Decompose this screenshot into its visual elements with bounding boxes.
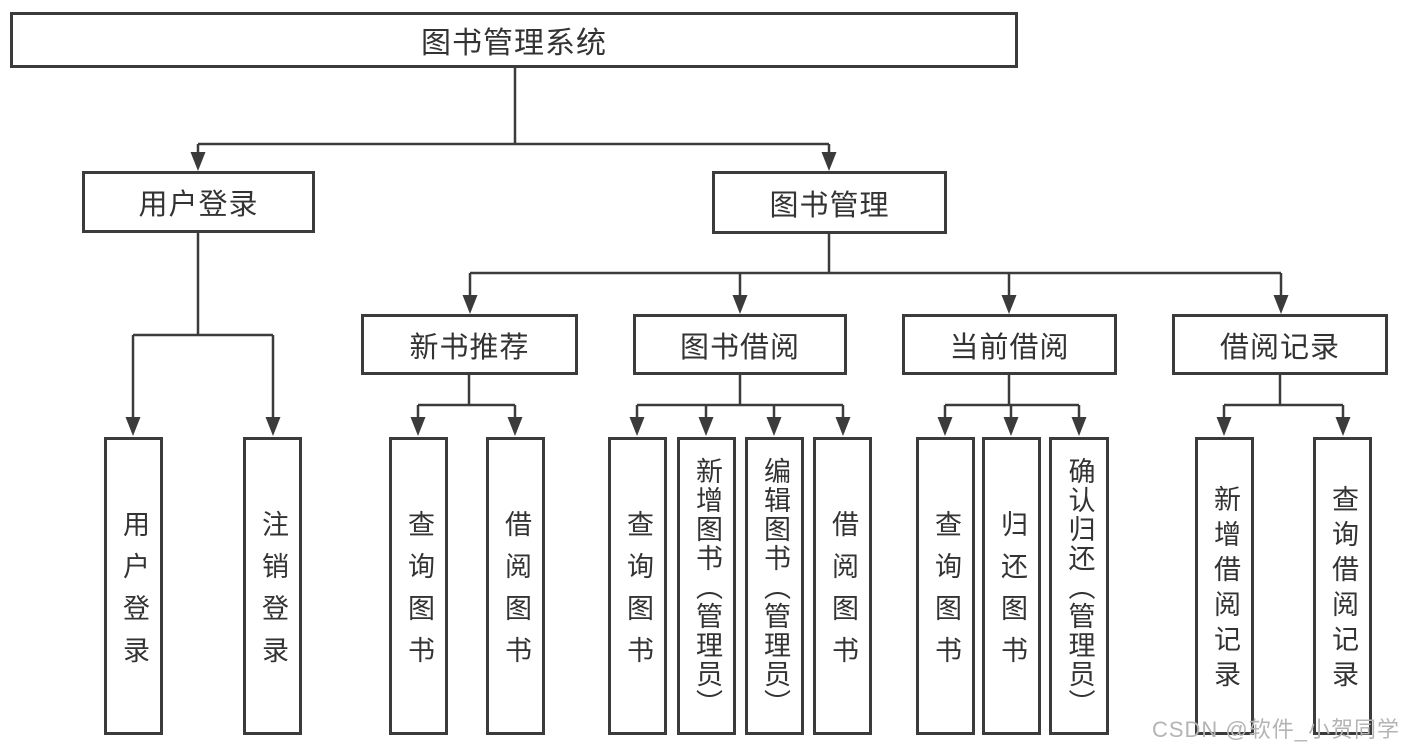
leaf-label: 编辑图书（管理员） xyxy=(760,456,790,718)
node-user-login: 用户登录 xyxy=(82,171,315,233)
leaf-return-books: 归还图书 xyxy=(982,437,1041,735)
leaf-label: 查询借阅记录 xyxy=(1328,485,1358,695)
leaf-label: 新增图书（管理员） xyxy=(692,456,722,718)
leaf-label: 借阅图书 xyxy=(501,509,531,678)
node-user-login-label: 用户登录 xyxy=(138,189,259,221)
leaf-label: 归还图书 xyxy=(997,509,1027,678)
leaf-label: 确认归还（管理员） xyxy=(1064,456,1095,718)
node-book-management: 图书管理 xyxy=(712,171,947,234)
node-book-borrow-label: 图书借阅 xyxy=(679,331,800,364)
leaf-add-books-admin: 新增图书（管理员） xyxy=(677,437,736,735)
node-new-book-recommend-label: 新书推荐 xyxy=(409,331,530,364)
leaf-label: 借阅图书 xyxy=(828,509,858,678)
csdn-watermark: CSDN @软件_小贺同学 xyxy=(1151,717,1400,742)
edge-records-to-leaves xyxy=(1222,375,1345,421)
leaf-borrow-books: 借阅图书 xyxy=(813,437,872,735)
leaf-query-books-borrow: 查询图书 xyxy=(608,437,667,735)
edge-userlogin-to-leaves xyxy=(131,233,275,421)
leaf-confirm-return-admin: 确认归还（管理员） xyxy=(1049,437,1109,735)
node-new-book-recommend: 新书推荐 xyxy=(361,314,578,375)
edge-currentborrow-to-leaves xyxy=(943,375,1081,421)
node-borrow-records: 借阅记录 xyxy=(1172,314,1388,375)
node-book-borrow: 图书借阅 xyxy=(633,314,847,375)
node-borrow-records-label: 借阅记录 xyxy=(1219,331,1340,364)
leaf-label: 查询图书 xyxy=(404,509,434,678)
leaf-borrow-books-recommend: 借阅图书 xyxy=(486,437,545,735)
edge-bookmgmt-to-level3 xyxy=(468,234,1283,299)
edge-bookborrow-to-leaves xyxy=(635,375,845,421)
leaf-query-books-recommend: 查询图书 xyxy=(389,437,448,735)
node-current-borrow: 当前借阅 xyxy=(902,314,1117,375)
edge-root-to-level2 xyxy=(196,68,831,156)
node-root-system: 图书管理系统 xyxy=(10,12,1018,68)
leaf-edit-books-admin: 编辑图书（管理员） xyxy=(745,437,804,735)
leaf-label: 新增借阅记录 xyxy=(1210,485,1240,695)
edge-newbook-to-leaves xyxy=(416,375,517,421)
leaf-query-borrow-record: 查询借阅记录 xyxy=(1313,437,1372,735)
leaf-logout: 注销登录 xyxy=(243,437,302,735)
leaf-label: 查询图书 xyxy=(931,509,961,678)
node-book-management-label: 图书管理 xyxy=(769,189,890,222)
leaf-add-borrow-record: 新增借阅记录 xyxy=(1195,437,1254,735)
leaf-user-login: 用户登录 xyxy=(104,437,163,735)
leaf-query-books-current: 查询图书 xyxy=(916,437,975,735)
node-root-label: 图书管理系统 xyxy=(421,27,607,60)
leaf-label: 用户登录 xyxy=(119,509,149,678)
node-current-borrow-label: 当前借阅 xyxy=(949,331,1070,364)
leaf-label: 注销登录 xyxy=(258,509,288,678)
leaf-label: 查询图书 xyxy=(623,509,653,678)
